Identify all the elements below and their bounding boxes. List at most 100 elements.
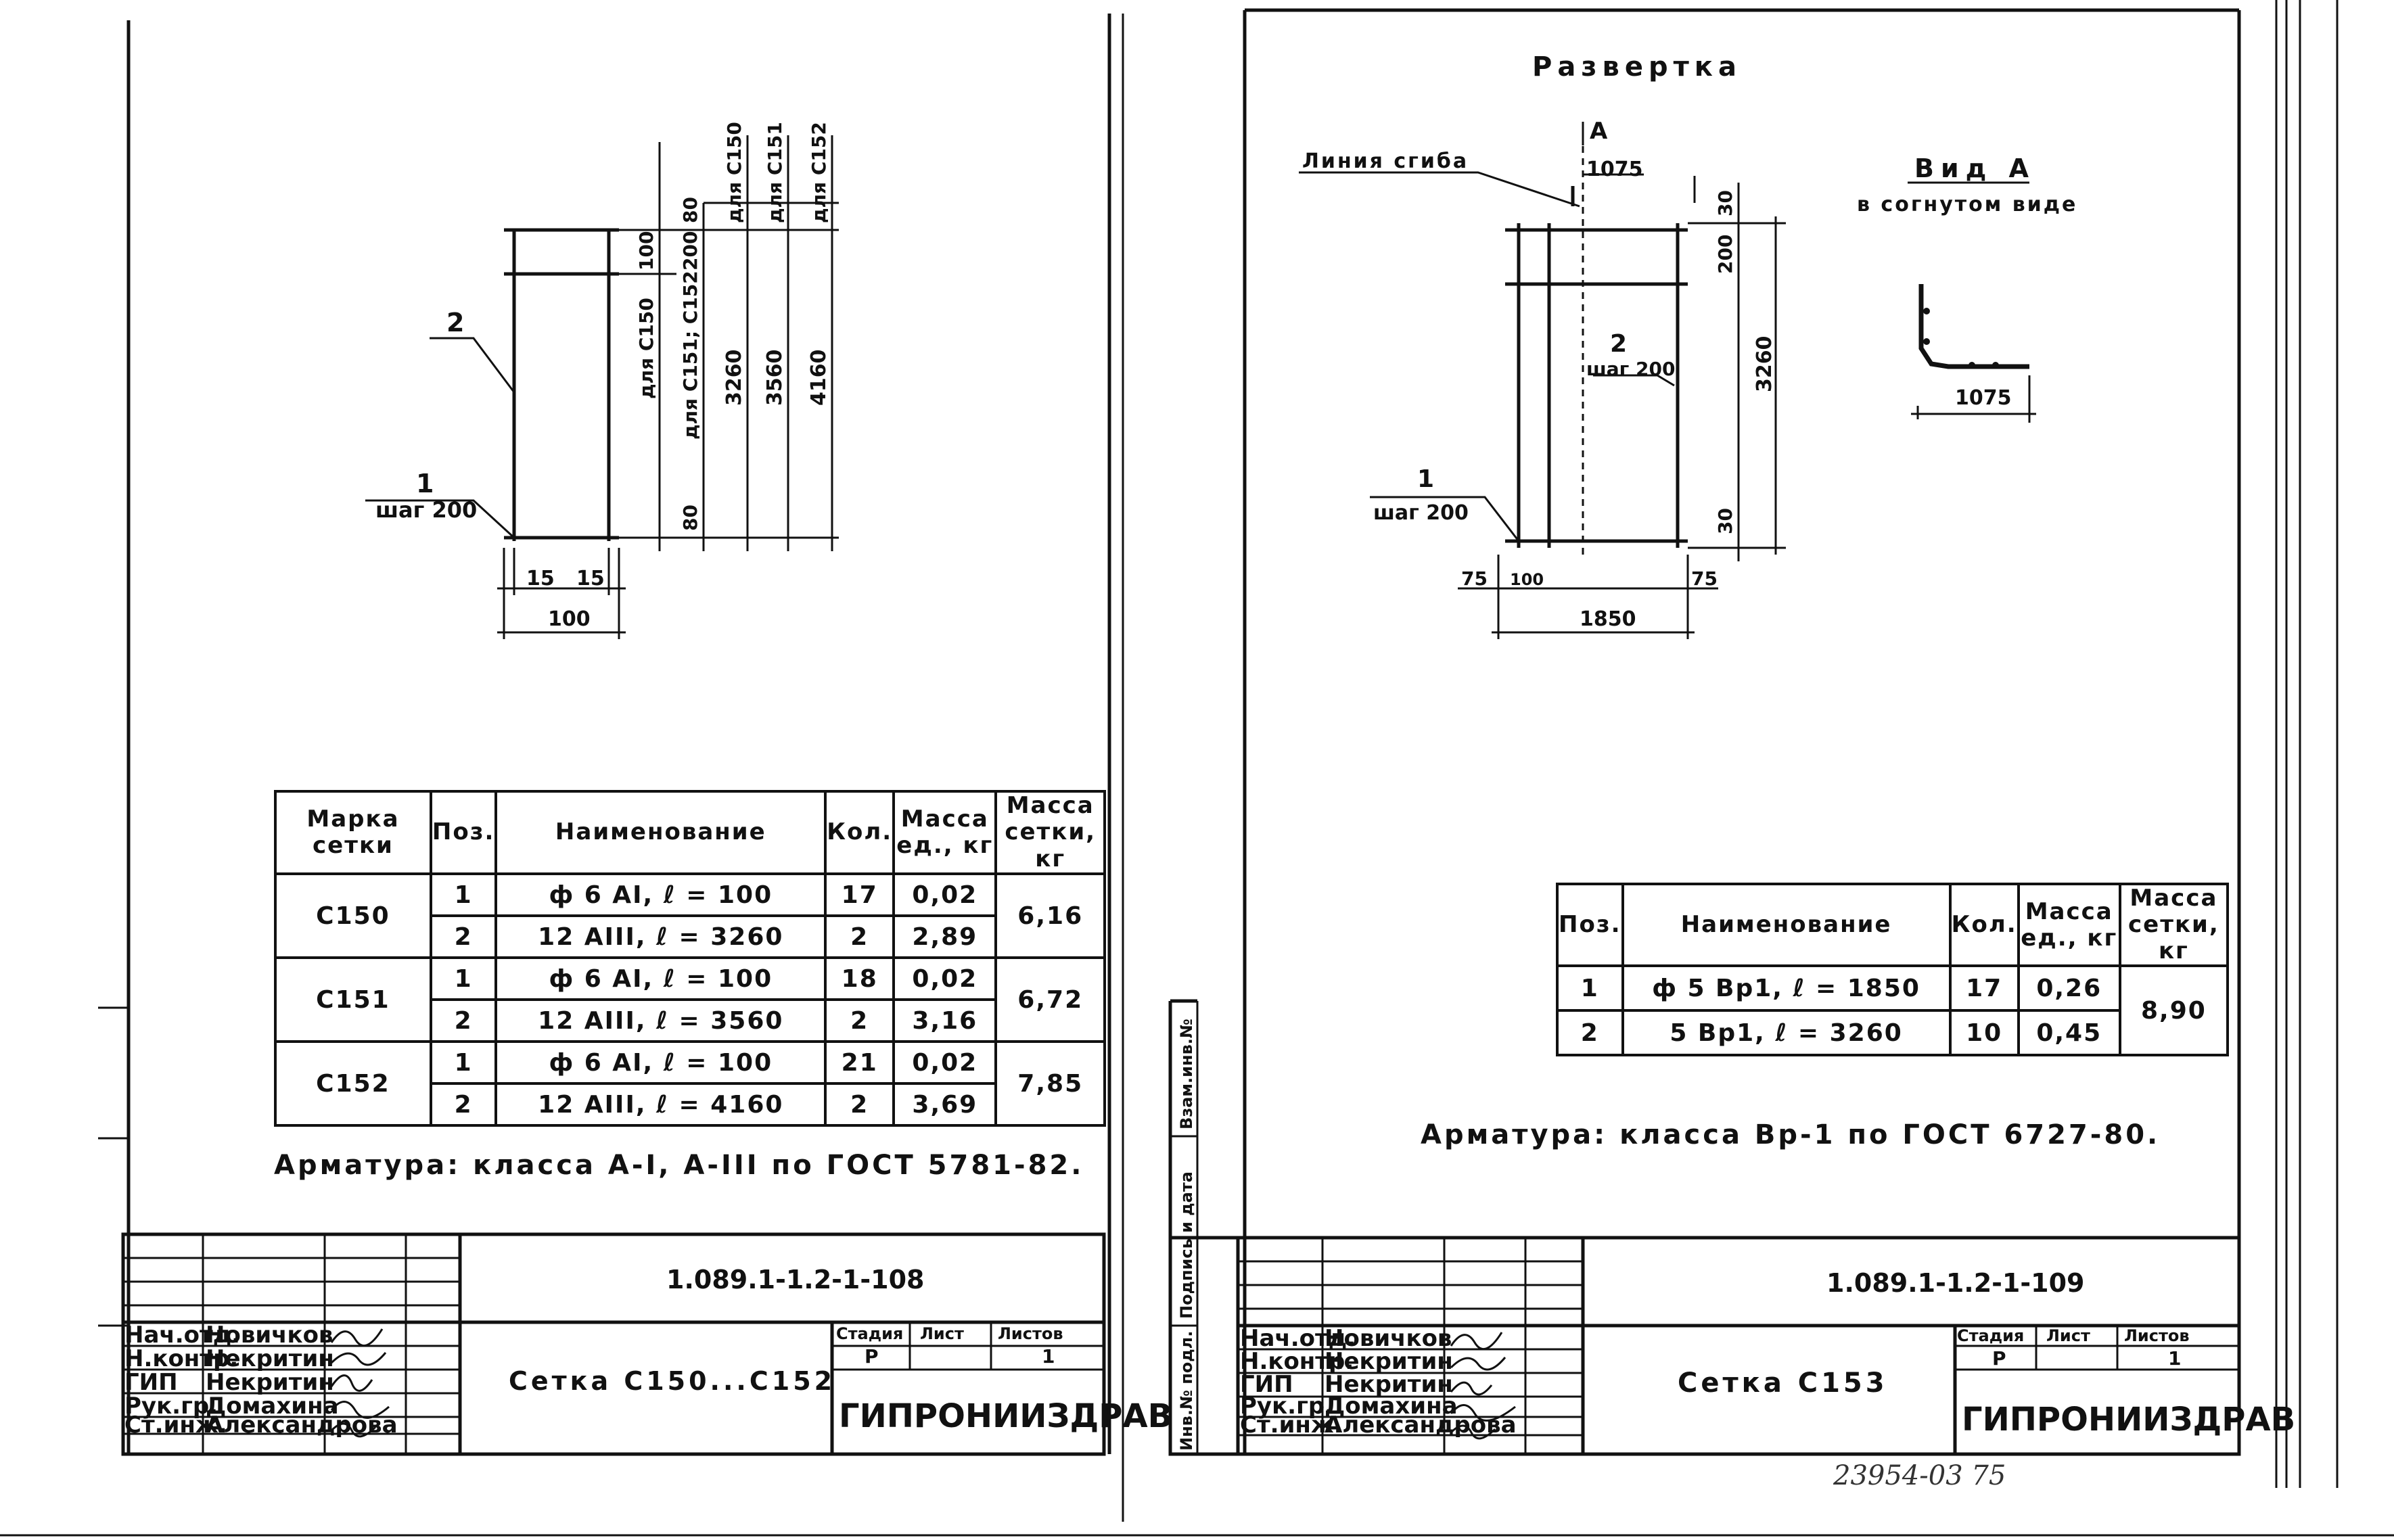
table-row: 2 12 АIII, ℓ = 4160 2 3,69 [275,1082,1105,1127]
qty-cell: 17 [1948,964,2020,1012]
right-dim-30-bottom: 30 [1714,508,1736,534]
right-stamp-code: 1.089.1-1.2-1-109 [1826,1268,2084,1298]
right-dim-200: 200 [1714,235,1736,274]
left-name-3: Домахина [206,1393,339,1420]
left-label-c151-c152: для С151; С152 [679,271,701,440]
pos-cell: 2 [1556,1009,1624,1057]
mass-cell: 3,69 [892,1082,998,1127]
left-name-4: Александрова [206,1411,398,1439]
view-a-subtitle: в согнутом виде [1857,193,2077,216]
right-stamp-roles: Нач.отд. Н.контр. ГИП Рук.гр. Ст.инж. Но… [1240,1325,1517,1439]
right-dim-3260: 3260 [1753,336,1776,393]
right-stage-value: Р [1992,1347,2006,1370]
table-row: 1 ф 5 Вр1, ℓ = 1850 17 0,26 8,90 [1556,964,2230,1057]
left-dim-80-bottom: 80 [679,505,701,531]
right-sheets-label: Листов [2124,1326,2190,1345]
left-stamp-roles: Нач.отд. Н.контр. ГИП Рук.гр. Ст.инж. Но… [124,1322,398,1439]
qty-cell: 17 [824,872,896,917]
mark-cell: С152 [274,1040,432,1127]
right-role-2: ГИП [1240,1371,1293,1398]
th-name: Наименование [494,790,827,875]
left-role-1: Н.контр. [124,1345,238,1372]
right-role-1: Н.контр. [1240,1348,1354,1375]
razvertka-title: Развертка [1532,51,1742,83]
qty-cell: 18 [824,956,896,1001]
left-label-c150: для С150 [635,298,658,399]
mark-cell: С151 [274,956,432,1043]
mass-cell: 0,02 [892,872,998,917]
right-stamp-title: Сетка С153 [1678,1368,1888,1399]
left-for-c151: для С151 [764,122,786,223]
table-row: 2 5 Вр1, ℓ = 3260 10 0,45 [1556,1009,2228,1057]
left-signatures [330,1328,390,1438]
name-cell: 12 АIII, ℓ = 3560 [494,998,827,1043]
right-pos-2-label: 2 [1610,330,1627,358]
left-name-2: Некритин [206,1369,334,1396]
archive-number: 23954-03 75 [1833,1460,2006,1491]
right-name-0: Новичков [1325,1325,1452,1352]
mark-cell: С150 [274,872,432,959]
name-cell: ф 6 АI, ℓ = 100 [494,872,827,917]
qty-cell: 2 [824,998,896,1043]
right-signatures [1450,1332,1516,1440]
qty-cell: 10 [1948,1009,2020,1057]
th-mass-total: Масса сетки, кг [994,790,1106,875]
left-step-label: шаг 200 [375,497,477,523]
left-role-3: Рук.гр. [124,1393,218,1420]
right-dim-75a: 75 [1461,567,1488,590]
right-dim-100: 100 [1510,570,1544,589]
left-dim-100-top: 100 [635,231,658,271]
right-dim-75b: 75 [1691,567,1718,590]
mass-total-cell: 6,72 [994,956,1106,1043]
right-org-name: ГИПРОНИИЗДРАВ [1962,1401,2295,1439]
name-cell: 5 Вр1, ℓ = 3260 [1621,1009,1952,1057]
right-sheet-label: Лист [2046,1326,2090,1345]
left-dim-100: 100 [548,607,591,631]
mass-cell: 2,89 [892,914,998,959]
left-stamp-frame [121,1232,1106,1456]
left-for-c152: для С152 [808,122,830,223]
right-role-0: Нач.отд. [1240,1325,1356,1352]
pos-cell: 1 [429,956,498,1001]
pos-cell: 2 [429,998,498,1043]
th-mass-unit: Масса ед., кг [2017,882,2121,968]
left-role-2: ГИП [124,1369,178,1396]
left-pos-2-label: 2 [446,308,464,337]
pos-cell: 2 [429,1082,498,1127]
table-header-row: Поз. Наименование Кол. Масса ед., кг Мас… [1556,882,2230,968]
left-sheet-frame [98,14,1124,1522]
left-pos-1-label: 1 [416,469,434,498]
left-stage-label: Стадия [836,1324,903,1343]
right-dim-1850: 1850 [1580,607,1636,631]
qty-cell: 21 [824,1040,896,1085]
right-stamp-frame [1168,999,2241,1456]
table-row: 2 12 АIII, ℓ = 3560 2 3,16 [275,998,1105,1043]
mass-cell: 0,02 [892,956,998,1001]
mass-cell: 0,02 [892,1040,998,1085]
pos-cell: 1 [429,1040,498,1085]
left-role-0: Нач.отд. [124,1322,240,1349]
table-row: С150 1 ф 6 АI, ℓ = 100 17 0,02 6,16 [274,872,1106,959]
right-name-3: Домахина [1325,1393,1458,1420]
name-cell: ф 5 Вр1, ℓ = 1850 [1621,964,1952,1012]
side-label-sign: Подпись и дата [1177,1171,1196,1319]
right-step-1: шаг 200 [1373,501,1469,525]
th-qty: Кол. [1948,882,2020,968]
right-sheets-value: 1 [2168,1347,2181,1370]
name-cell: 12 АIII, ℓ = 4160 [494,1082,827,1127]
mass-total-cell: 8,90 [2118,964,2230,1057]
mass-cell: 0,26 [2017,964,2121,1012]
left-for-c150: для С150 [723,122,745,223]
view-mark-a: А [1590,118,1608,145]
left-sheets-value: 1 [1042,1345,1055,1368]
th-pos: Поз. [1556,882,1624,968]
left-stamp-code: 1.089.1-1.2-1-108 [666,1265,924,1294]
right-role-4: Ст.инж. [1240,1411,1343,1439]
right-dim-1075: 1075 [1586,158,1643,181]
side-label-inv: Инв.№ подл. [1177,1331,1196,1451]
th-qty: Кол. [824,790,896,875]
left-dim-15a: 15 [526,567,555,590]
name-cell: ф 6 АI, ℓ = 100 [494,956,827,1001]
